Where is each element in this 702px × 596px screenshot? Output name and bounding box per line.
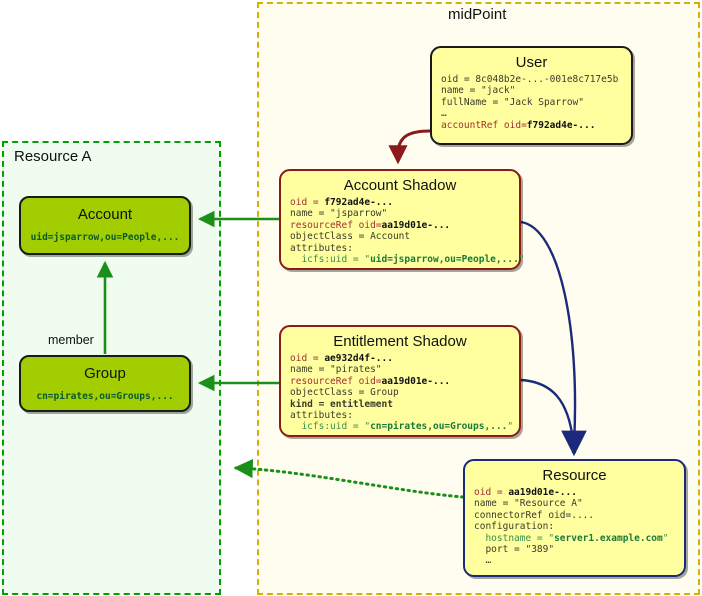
midpoint-title: midPoint: [448, 6, 507, 23]
object-attribute-line: …: [441, 108, 447, 120]
object-attribute-line: resourceRef oid=aa19d01e-...: [290, 375, 451, 387]
object-attribute-line: oid = aa19d01e-...: [474, 487, 577, 498]
resource-a-title: Resource A: [14, 148, 92, 165]
object-attribute-line: name = "jack": [441, 85, 516, 97]
object-attribute-line: port = "389": [474, 544, 555, 556]
account-shadow-body: oid = f792ad4e-...name = "jsparrow"resou…: [281, 197, 525, 266]
object-attribute-line: objectClass = Group: [290, 387, 399, 399]
object-attribute-line: oid = f792ad4e-...: [290, 197, 393, 208]
account-shadow-title: Account Shadow: [343, 177, 457, 194]
object-attribute-line: connectorRef oid=....: [474, 509, 595, 521]
object-attribute-line: resourceRef oid=aa19d01e-...: [290, 219, 451, 231]
resource-body: oid = aa19d01e-...name = "Resource A"con…: [465, 487, 684, 567]
object-attribute-line: configuration:: [474, 521, 555, 533]
object-attribute-line: …: [474, 555, 492, 567]
resource-object[interactable]: Resource oid = aa19d01e-...name = "Resou…: [463, 459, 686, 577]
account-title: Account: [77, 206, 133, 223]
object-attribute-line: icfs:uid = "uid=jsparrow,ou=People,...": [290, 254, 524, 266]
object-attribute-line: name = "pirates": [290, 364, 382, 376]
object-attribute-line: name = "Resource A": [474, 498, 583, 510]
entitlement-shadow-object[interactable]: Entitlement Shadow oid = ae932d4f-...nam…: [279, 325, 521, 437]
object-attribute-line: attributes:: [290, 242, 353, 254]
group-object[interactable]: Group cn=pirates,ou=Groups,...: [19, 355, 191, 412]
member-edge-label: member: [48, 333, 94, 347]
account-shadow-object[interactable]: Account Shadow oid = f792ad4e-...name = …: [279, 169, 525, 270]
user-title: User: [515, 54, 548, 71]
group-title: Group: [84, 365, 126, 382]
object-attribute-line: oid = 8c048b2e-...-001e8c717e5b: [441, 74, 619, 85]
object-attribute-line: kind = entitlement: [290, 398, 393, 410]
object-attribute-line: hostname = "server1.example.com": [474, 532, 669, 544]
group-attr: cn=pirates,ou=Groups,...: [36, 391, 174, 402]
object-attribute-line: icfs:uid = "cn=pirates,ou=Groups,...": [290, 421, 514, 433]
object-attribute-line: accountRef oid=f792ad4e-...: [441, 119, 596, 131]
entitlement-shadow-body: oid = ae932d4f-...name = "pirates"resour…: [281, 353, 519, 433]
object-attribute-line: fullName = "Jack Sparrow": [441, 96, 584, 108]
resource-title: Resource: [542, 467, 607, 484]
entitlement-shadow-title: Entitlement Shadow: [333, 333, 467, 350]
object-attribute-line: name = "jsparrow": [290, 208, 388, 220]
object-attribute-line: objectClass = Account: [290, 231, 411, 243]
object-attribute-line: oid = ae932d4f-...: [290, 353, 393, 364]
account-object[interactable]: Account uid=jsparrow,ou=People,...: [19, 196, 191, 255]
object-attribute-line: attributes:: [290, 410, 353, 422]
account-attr: uid=jsparrow,ou=People,...: [30, 232, 180, 243]
